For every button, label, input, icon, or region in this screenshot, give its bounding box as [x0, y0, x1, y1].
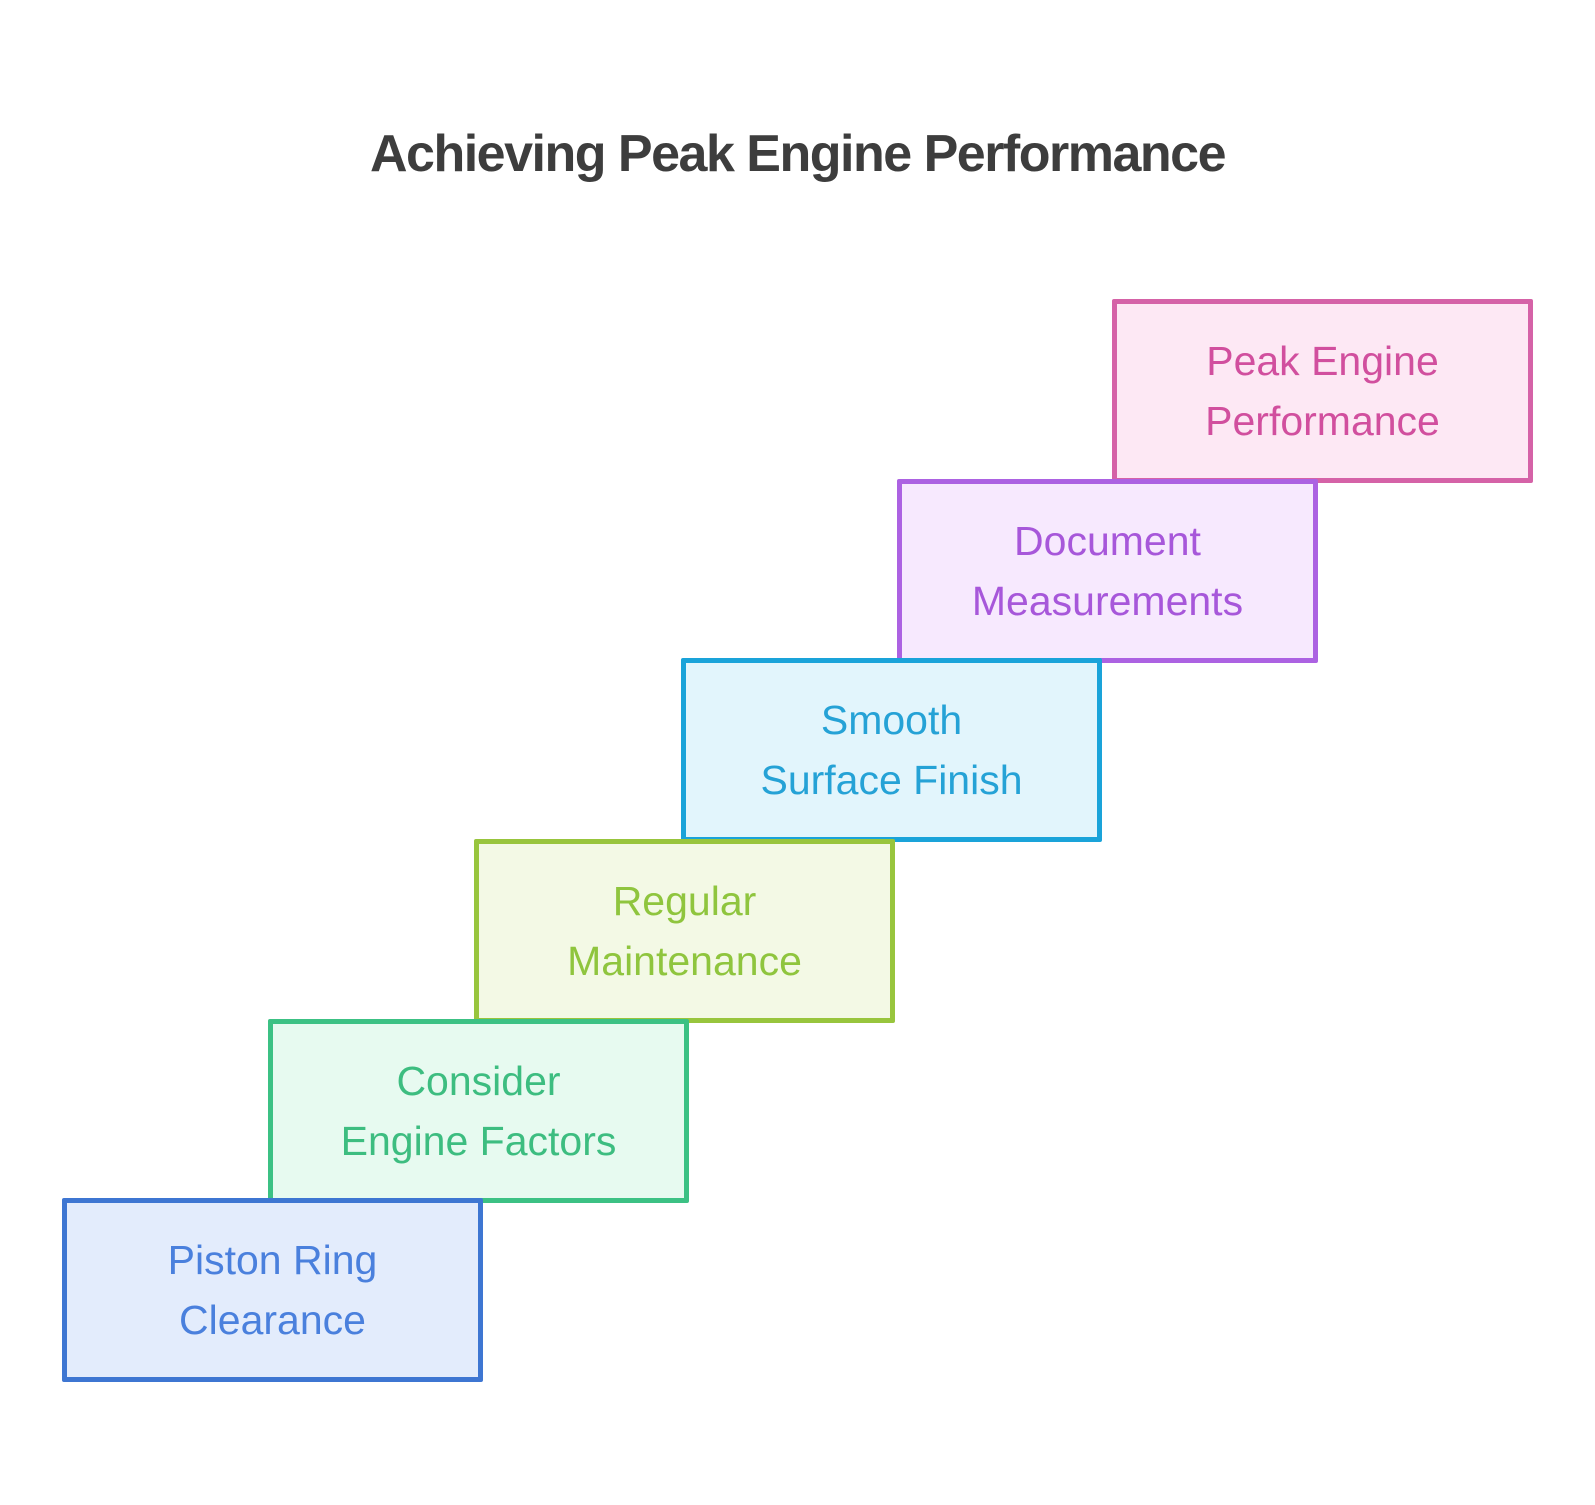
step-label: Peak Engine Performance — [1205, 331, 1440, 451]
step-box-peak-engine-performance: Peak Engine Performance — [1112, 299, 1533, 483]
step-label-line2: Performance — [1205, 398, 1440, 444]
step-label-line1: Regular — [612, 878, 757, 924]
step-label-line1: Smooth — [820, 697, 963, 743]
step-label-line2: Clearance — [179, 1297, 366, 1343]
step-label-line1: Consider — [396, 1058, 561, 1104]
step-box-smooth-surface-finish: Smooth Surface Finish — [681, 658, 1102, 842]
step-label: Piston Ring Clearance — [168, 1230, 378, 1350]
step-label: Document Measurements — [972, 511, 1243, 631]
step-box-regular-maintenance: Regular Maintenance — [474, 839, 895, 1023]
page-title: Achieving Peak Engine Performance — [369, 125, 1227, 183]
step-label: Smooth Surface Finish — [760, 690, 1022, 810]
step-label-line1: Piston Ring — [167, 1237, 378, 1283]
step-label: Regular Maintenance — [567, 871, 802, 991]
step-label-line2: Maintenance — [567, 938, 802, 984]
step-label-line1: Document — [1014, 518, 1201, 564]
step-label-line1: Peak Engine — [1206, 338, 1439, 384]
step-box-piston-ring-clearance: Piston Ring Clearance — [62, 1198, 483, 1382]
step-label-line2: Surface Finish — [760, 757, 1023, 803]
step-box-consider-engine-factors: Consider Engine Factors — [268, 1019, 689, 1203]
step-label-line2: Engine Factors — [340, 1118, 617, 1164]
step-box-document-measurements: Document Measurements — [897, 479, 1318, 663]
step-label-line2: Measurements — [971, 578, 1244, 624]
step-label: Consider Engine Factors — [341, 1051, 617, 1171]
